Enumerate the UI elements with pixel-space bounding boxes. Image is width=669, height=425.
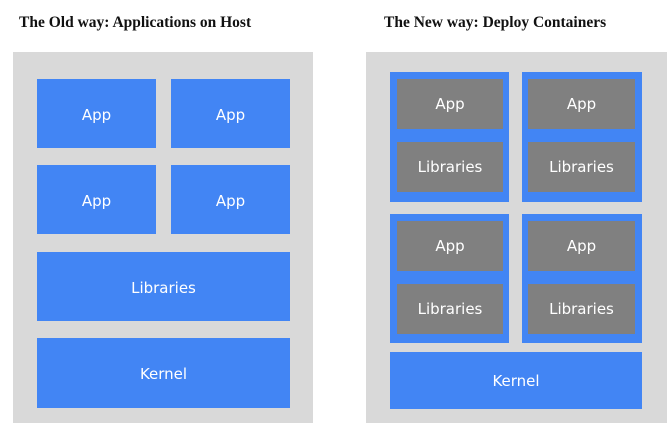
old-app-box-4: App (171, 165, 290, 234)
container-1-app: App (397, 79, 503, 129)
old-app-box-1: App (37, 79, 156, 148)
container-4-libraries: Libraries (528, 284, 635, 334)
old-kernel-box: Kernel (37, 338, 290, 408)
container-3-app: App (397, 221, 503, 271)
container-2-libraries: Libraries (528, 142, 635, 192)
container-2-app: App (528, 79, 635, 129)
container-3-libraries: Libraries (397, 284, 503, 334)
new-way-title: The New way: Deploy Containers (384, 14, 607, 31)
container-4-app: App (528, 221, 635, 271)
old-libraries-box: Libraries (37, 252, 290, 321)
new-kernel-box: Kernel (390, 352, 642, 409)
old-app-box-2: App (171, 79, 290, 148)
old-way-title: The Old way: Applications on Host (19, 14, 252, 31)
container-1-libraries: Libraries (397, 142, 503, 192)
old-app-box-3: App (37, 165, 156, 234)
